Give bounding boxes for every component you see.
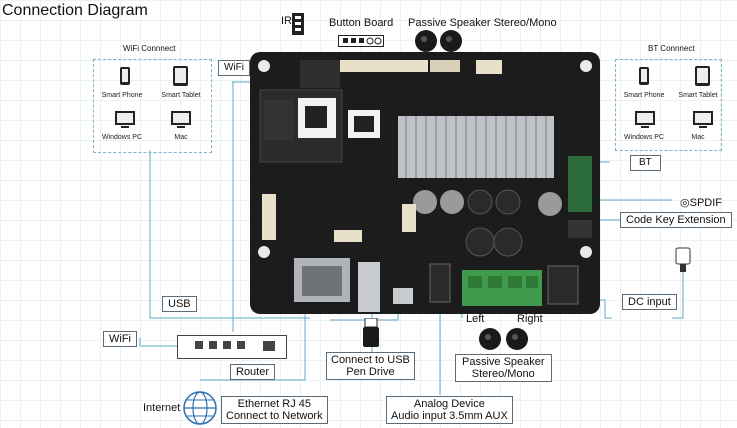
- left-channel-label: Left: [466, 313, 485, 325]
- bt-device-label-3: Mac: [691, 134, 705, 141]
- usb-drive-label: Connect to USB Pen Drive: [326, 352, 415, 380]
- speaker-bottom-icons: [479, 328, 528, 350]
- router-label: Router: [230, 364, 276, 380]
- right-channel-label: Right: [517, 313, 543, 325]
- ir-label: IR: [281, 15, 292, 27]
- spdif-label: ◎SPDIF: [680, 196, 722, 209]
- globe-icon: [183, 391, 217, 425]
- circuit-board: [250, 52, 600, 314]
- wifi-connect-panel: [93, 59, 212, 153]
- wifi-device-label-2: Windows PC: [101, 134, 143, 141]
- passive-speaker-top-label: Passive Speaker Stereo/Mono: [408, 17, 557, 29]
- bt-device-icons: [635, 66, 713, 128]
- dc-input-label: DC input: [622, 294, 677, 310]
- speaker-top-icons: [415, 30, 462, 52]
- page-title: Connection Diagram: [2, 2, 148, 19]
- button-board-label: Button Board: [329, 17, 394, 29]
- wifi-router-tag: WiFi: [103, 331, 137, 347]
- bt-connect-label: BT Connnect: [648, 44, 695, 53]
- wifi-device-label-3: Mac: [174, 134, 188, 141]
- bt-device-label-2: Windows PC: [623, 134, 665, 141]
- wifi-tag: WiFi: [218, 60, 250, 76]
- wifi-device-label-0: Smart Phone: [101, 92, 143, 99]
- code-key-extension-label: Code Key Extension: [620, 212, 732, 228]
- passive-speaker-bottom-line2: Stereo/Mono: [471, 368, 535, 380]
- power-plug-icon: [675, 247, 691, 272]
- passive-speaker-bottom-label: Passive Speaker Stereo/Mono: [455, 354, 552, 382]
- usb-drive-icon: [363, 318, 379, 347]
- bt-device-label-0: Smart Phone: [623, 92, 665, 99]
- bt-connect-panel: [615, 59, 722, 151]
- internet-label: Internet: [143, 402, 181, 414]
- spdif-icon: ◎: [680, 197, 690, 209]
- bt-device-label-1: Smart Tablet: [678, 92, 718, 99]
- spdif-text: SPDIF: [689, 197, 723, 209]
- ir-receiver-icon: [292, 13, 304, 35]
- ethernet-label-line1: Ethernet RJ 45: [237, 398, 311, 410]
- wifi-device-icons: [115, 66, 191, 128]
- passive-speaker-bottom-line1: Passive Speaker: [462, 356, 545, 368]
- ethernet-label-line2: Connect to Network: [226, 410, 323, 422]
- usb-label: USB: [162, 296, 197, 312]
- button-board-icon: [338, 35, 384, 47]
- usb-drive-label-line2: Pen Drive: [346, 366, 395, 378]
- usb-drive-label-line1: Connect to USB: [331, 354, 410, 366]
- wifi-connect-label: WiFi Connnect: [123, 44, 176, 53]
- wifi-device-label-1: Smart Tablet: [161, 92, 201, 99]
- bt-tag: BT: [630, 155, 661, 171]
- analog-label-line1: Analog Device: [413, 398, 485, 410]
- ethernet-label: Ethernet RJ 45 Connect to Network: [221, 396, 328, 424]
- analog-label-line2: Audio input 3.5mm AUX: [391, 410, 508, 422]
- router-icon: [177, 335, 287, 359]
- analog-device-label: Analog Device Audio input 3.5mm AUX: [386, 396, 513, 424]
